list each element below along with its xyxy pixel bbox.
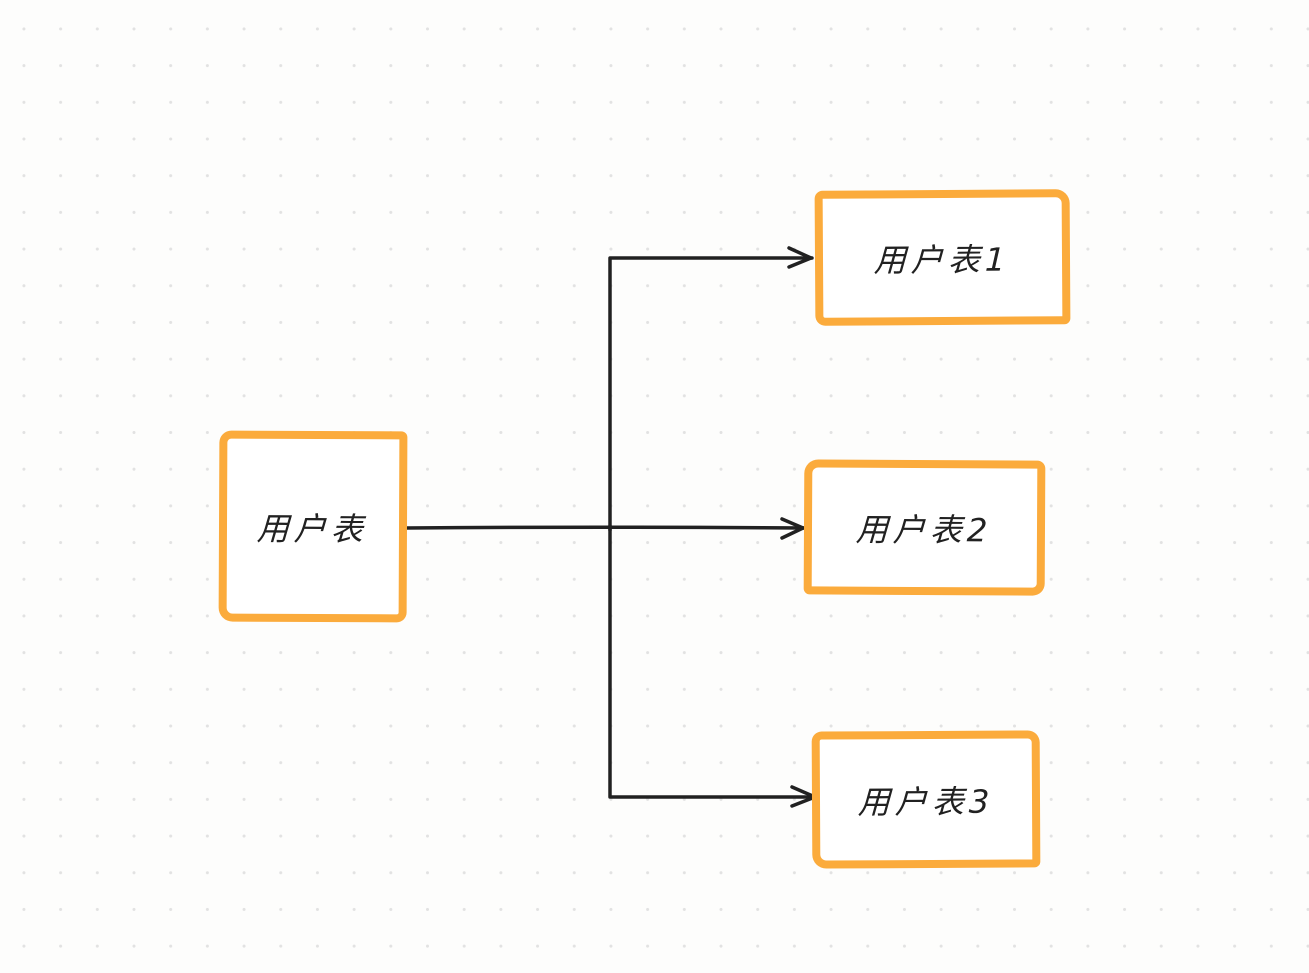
edge-shaft bbox=[404, 525, 806, 530]
arrowhead-icon bbox=[790, 785, 817, 808]
node-user-table-2[interactable]: 用户表2 bbox=[803, 459, 1046, 596]
edge-source-to-table3[interactable] bbox=[608, 524, 818, 808]
node-label: 用户表3 bbox=[857, 782, 995, 821]
node-label: 用户表 bbox=[256, 509, 370, 548]
node-user-table-1[interactable]: 用户表1 bbox=[814, 189, 1071, 326]
edge-shaft bbox=[608, 524, 818, 799]
node-user-table-3[interactable]: 用户表3 bbox=[811, 730, 1041, 869]
arrowhead-icon bbox=[787, 246, 813, 269]
node-label: 用户表2 bbox=[855, 510, 994, 549]
arrowhead-icon bbox=[780, 517, 805, 540]
edge-source-to-table2[interactable] bbox=[404, 517, 806, 540]
node-user-table[interactable]: 用户表 bbox=[218, 430, 408, 623]
node-label: 用户表1 bbox=[873, 240, 1012, 279]
edge-shaft bbox=[608, 256, 814, 532]
edge-source-to-table1[interactable] bbox=[608, 246, 814, 532]
